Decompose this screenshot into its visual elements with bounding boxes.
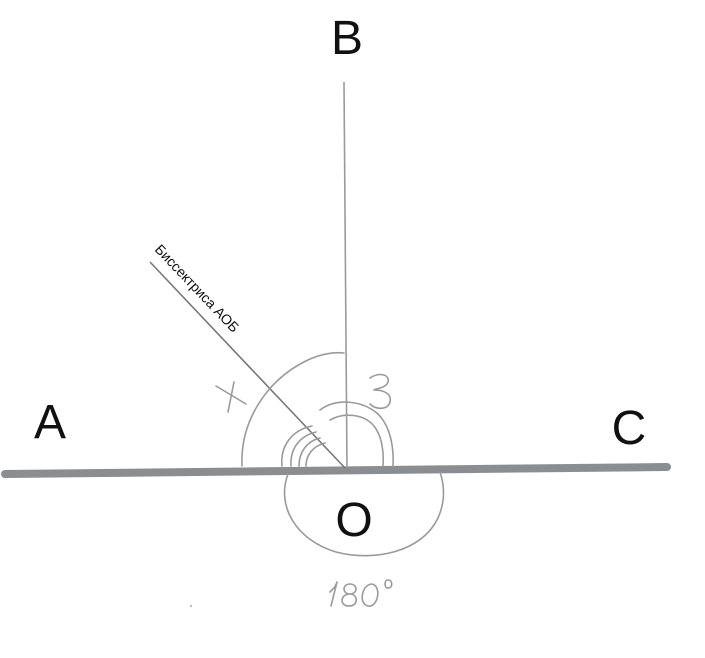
- stray-dot: [189, 604, 193, 608]
- bisector-label: Биссектриса АОБ: [152, 241, 243, 335]
- angle-arc-small-3: [298, 437, 321, 467]
- point-label-c: C: [612, 402, 647, 455]
- point-label-a: A: [34, 396, 66, 449]
- angle-arc-small-4: [305, 442, 326, 467]
- angle-mark-180: [329, 579, 393, 607]
- angle-mark-x: [215, 381, 247, 413]
- bisector-ray: [149, 261, 346, 469]
- angle-arc-small-2: [290, 431, 317, 467]
- angle-boc-arc-inner: [329, 414, 385, 467]
- straight-angle-loop: [283, 471, 445, 557]
- point-label-o: O: [335, 494, 372, 547]
- angle-arc-small-1: [281, 425, 313, 467]
- angle-aob-arc: [241, 351, 345, 467]
- angle-boc-arc-outer: [319, 401, 394, 467]
- ray-ob: [343, 81, 348, 469]
- angle-mark-3: [369, 373, 392, 410]
- line-ac: [1, 463, 671, 478]
- point-label-b: B: [331, 12, 363, 65]
